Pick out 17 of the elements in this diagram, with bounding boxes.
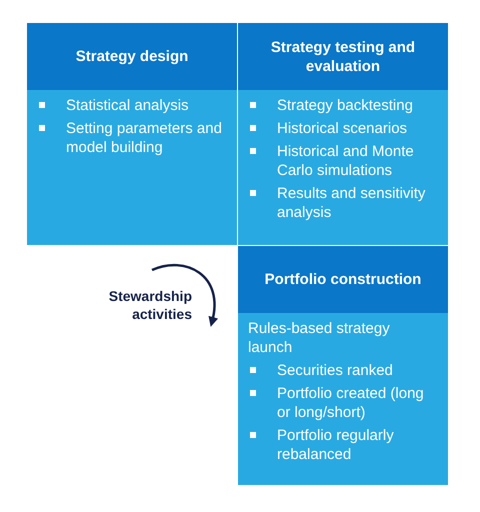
bullet-text: Setting parameters and model building xyxy=(66,120,222,156)
bullet-text: Statistical analysis xyxy=(66,97,189,114)
panel-heading: Strategy testing and evaluation xyxy=(238,23,448,90)
bullet-text: Portfolio created (long or long/short) xyxy=(277,385,424,421)
step-panel xyxy=(27,23,237,245)
step-panel xyxy=(238,246,448,485)
panel-heading: Portfolio construction xyxy=(238,246,448,313)
bullet-text: Historical scenarios xyxy=(277,120,408,137)
panel-text: Rules-based strategy launch xyxy=(248,320,390,356)
bullet-text: Securities ranked xyxy=(277,362,393,379)
bullet-text: Results and sensitivity analysis xyxy=(277,185,426,221)
bullet-text: Historical and Monte Carlo simulations xyxy=(277,143,414,179)
panel-heading: Strategy design xyxy=(27,23,237,90)
bullet-text: Strategy backtesting xyxy=(277,97,413,114)
side-label: Stewardship activities xyxy=(108,287,192,323)
step-panel xyxy=(238,23,448,245)
bullet-text: Portfolio regularly rebalanced xyxy=(277,427,394,463)
